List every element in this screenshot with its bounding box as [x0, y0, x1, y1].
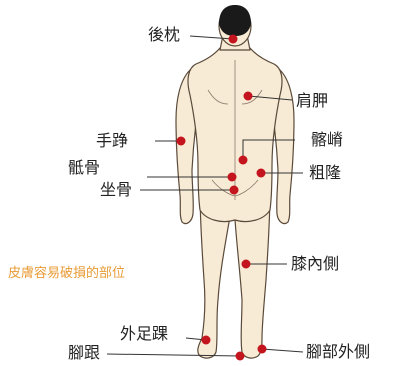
label-lateral-foot: 腳部外側: [306, 343, 370, 361]
leader-lateral-foot: [262, 349, 303, 352]
label-iliac-crest: 髂嵴: [311, 131, 343, 149]
marker-ischium: [230, 186, 239, 195]
marker-heel: [236, 352, 245, 361]
label-medial-knee: 膝內側: [291, 255, 339, 273]
leader-heel: [107, 354, 240, 356]
hair: [219, 5, 251, 36]
label-scapula: 肩胛: [296, 92, 328, 110]
label-occiput: 後枕: [148, 26, 180, 44]
label-elbow: 手踭: [96, 132, 128, 150]
diagram-caption: 皮膚容易破損的部位: [8, 266, 125, 281]
marker-medial-knee: [242, 260, 251, 269]
marker-elbow: [177, 137, 186, 146]
label-ischium: 坐骨: [100, 181, 132, 199]
label-greater-trochanter: 粗隆: [309, 164, 341, 182]
marker-lateral-foot: [258, 345, 267, 354]
marker-greater-trochanter: [257, 169, 266, 178]
marker-iliac-crest: [239, 156, 248, 165]
marker-occiput: [229, 35, 238, 44]
label-heel: 腳跟: [68, 344, 100, 362]
label-lateral-malleolus: 外足踝: [120, 325, 168, 343]
marker-lateral-malleolus: [202, 336, 211, 345]
label-coccyx: 骶骨: [68, 159, 100, 177]
marker-coccyx: [228, 173, 237, 182]
marker-scapula: [244, 92, 253, 101]
